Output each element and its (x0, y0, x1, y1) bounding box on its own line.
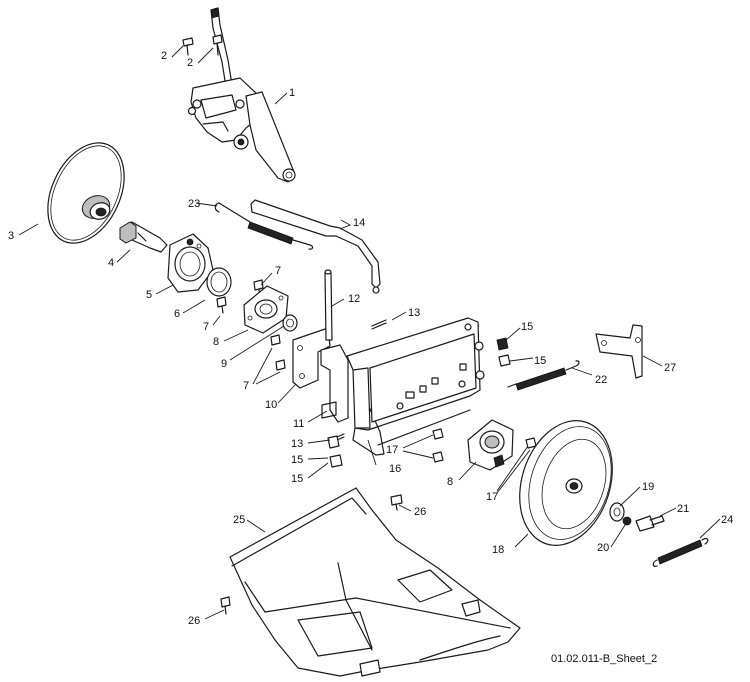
part-6-retaining-ring (206, 267, 232, 297)
callout-21: 21 (677, 503, 689, 515)
callout-7b: 7 (203, 321, 209, 333)
part-21-bolt (635, 515, 665, 532)
callout-20: 20 (597, 542, 609, 554)
callout-23: 23 (188, 198, 200, 210)
callout-2b: 2 (187, 57, 193, 69)
callout-8a: 8 (213, 336, 219, 348)
callout-5: 5 (146, 289, 152, 301)
callout-27: 27 (664, 362, 676, 374)
callout-13b: 13 (291, 438, 303, 450)
part-8-flange-bearing-upper (243, 285, 289, 334)
part-3-friction-disc (47, 142, 125, 244)
part-1-shift-lever (187, 7, 296, 183)
callout-15d: 15 (291, 473, 303, 485)
callout-7c: 7 (243, 380, 249, 392)
callout-13a: 13 (408, 307, 420, 319)
leader-lines (18, 45, 721, 620)
part-15-fasteners (327, 337, 511, 468)
callout-8b: 8 (447, 476, 453, 488)
callout-22: 22 (595, 374, 607, 386)
part-27-bracket (595, 324, 643, 379)
part-18-pulley (519, 420, 613, 546)
callout-15c: 15 (291, 454, 303, 466)
callout-26b: 26 (188, 615, 200, 627)
part-23-spring (214, 202, 314, 250)
part-19-washer (609, 502, 625, 522)
callout-15a: 15 (521, 321, 533, 333)
callout-1: 1 (289, 87, 295, 99)
part-17-nuts (432, 428, 537, 463)
part-20-lock-washer (622, 516, 632, 526)
callout-17a: 17 (386, 444, 398, 456)
part-7-bolts (216, 279, 286, 371)
part-11-pivot-bracket (320, 344, 349, 423)
callout-labels: 1 2 2 3 4 5 6 7 7 7 8 8 9 10 11 12 13 13… (8, 50, 733, 627)
callout-10: 10 (265, 399, 277, 411)
part-5-drive-hub (167, 233, 214, 293)
callout-16: 16 (389, 463, 401, 475)
part-9-washer (282, 314, 298, 332)
sheet-identifier: 01.02.011-B_Sheet_2 (551, 653, 657, 665)
callout-12: 12 (348, 293, 360, 305)
part-2-screws (182, 34, 223, 56)
part-24-spring (652, 537, 709, 567)
callout-6: 6 (174, 308, 180, 320)
callout-18: 18 (492, 544, 504, 556)
callout-17b: 17 (486, 491, 498, 503)
part-12-rod (324, 269, 333, 341)
part-16-main-plate (346, 317, 485, 456)
part-25-lower-cover (229, 487, 521, 677)
callout-25: 25 (233, 514, 245, 526)
callout-15b: 15 (534, 355, 546, 367)
callout-3: 3 (8, 230, 14, 242)
callout-9: 9 (221, 358, 227, 370)
callout-24: 24 (721, 514, 733, 526)
part-4-hex-shaft (119, 221, 168, 253)
callout-19: 19 (642, 481, 654, 493)
callout-4: 4 (108, 257, 114, 269)
callout-7a: 7 (275, 265, 281, 277)
part-26-screws (220, 494, 403, 615)
callout-14: 14 (353, 217, 365, 229)
part-8-flange-bearing-lower (467, 419, 514, 471)
callout-11: 11 (293, 418, 304, 430)
callout-26a: 26 (414, 506, 426, 518)
part-22-spring (507, 360, 580, 391)
part-14-link-rod (250, 199, 381, 294)
callout-2a: 2 (161, 50, 167, 62)
